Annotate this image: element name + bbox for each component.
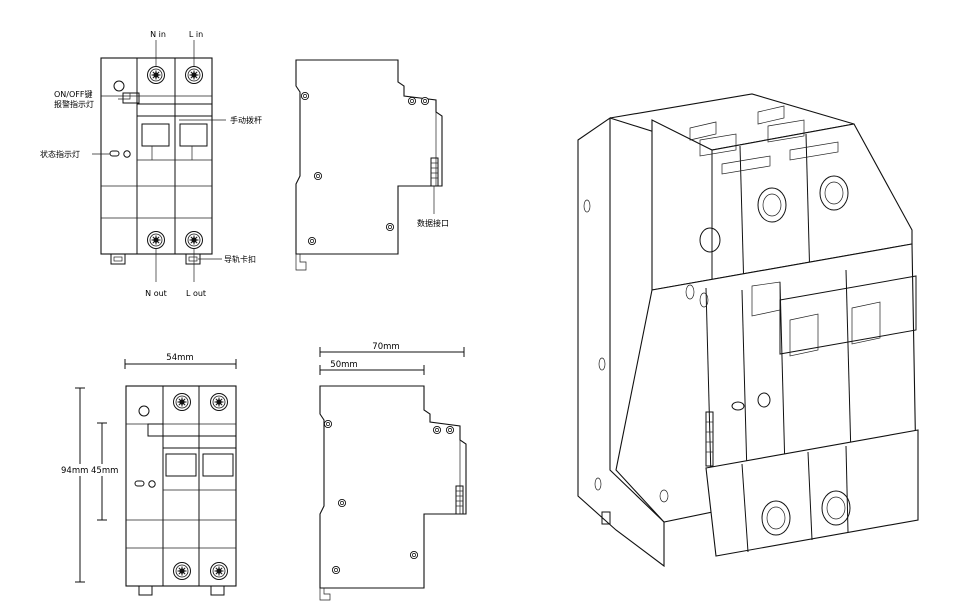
alarm-light-label: 报警指示灯 (54, 99, 94, 109)
data-port (430, 157, 439, 187)
depth-total-dimension-label: 70mm (372, 342, 399, 352)
n-in-label: N in (150, 30, 166, 39)
depth-partial-dimension-label: 50mm (330, 360, 357, 370)
front-view: N in L in ON/OFF键 报警指示灯 手动拨杆 状态指示灯 导轨卡扣 … (40, 30, 262, 298)
l-out-label: L out (186, 289, 206, 298)
width-dimension-label: 54mm (166, 353, 193, 363)
l-in-label: L in (189, 30, 203, 39)
side-dimension-view: 70mm 50mm (319, 342, 467, 601)
l-in-screw-icon (185, 66, 203, 84)
height-partial-dimension-label: 45mm (91, 466, 118, 476)
isometric-view (577, 93, 919, 568)
l-out-screw-icon (185, 231, 203, 249)
status-light-label: 状态指示灯 (40, 149, 80, 159)
manual-lever-label: 手动拨杆 (230, 115, 262, 125)
n-in-screw-icon (147, 66, 165, 84)
data-port-label: 数据接口 (417, 218, 449, 228)
height-total-dimension-label: 94mm (61, 466, 88, 476)
rail-clip-label: 导轨卡扣 (224, 254, 256, 264)
n-out-label: N out (145, 289, 167, 298)
n-out-screw-icon (147, 231, 165, 249)
front-dimension-view: 54mm 94mm 45mm (58, 353, 237, 596)
on-off-key-label: ON/OFF键 (54, 89, 92, 99)
side-view: 数据接口 (295, 59, 449, 271)
